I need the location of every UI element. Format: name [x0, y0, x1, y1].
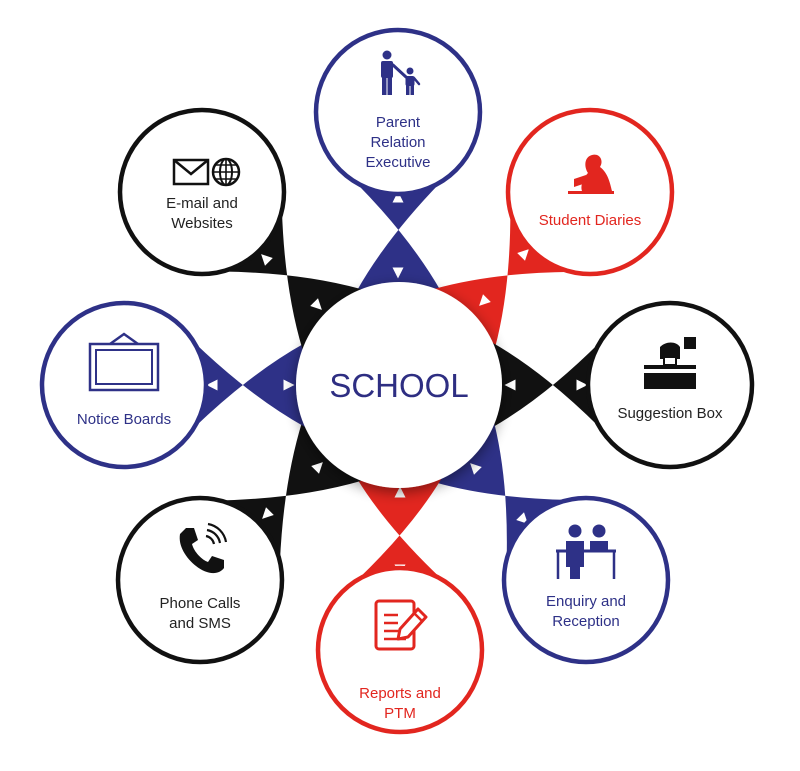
node-label: PTM [384, 705, 416, 722]
arrow-marker [516, 512, 528, 524]
arrow-marker [392, 191, 404, 203]
node-label: Executive [365, 154, 430, 171]
node-circle [313, 27, 483, 197]
arrow-marker [283, 379, 295, 391]
center-node: SCHOOL [296, 282, 502, 488]
arrow-marker [392, 267, 404, 279]
arrow-marker [262, 507, 274, 519]
node-label: Reception [552, 613, 620, 630]
node-label: Reports and [359, 685, 441, 702]
node-label: Relation [370, 134, 425, 151]
arrow-marker [311, 462, 323, 474]
reading-student-icon [568, 154, 614, 194]
connector [193, 342, 305, 428]
report-edit-icon [374, 599, 428, 651]
node-label: and SMS [169, 615, 231, 632]
arrow-marker [206, 379, 218, 391]
node-label: Phone Calls [160, 595, 241, 612]
node-circle [501, 495, 671, 665]
node-label: Student Diaries [539, 212, 642, 229]
node-circle [115, 495, 285, 665]
arrow-marker [517, 249, 529, 261]
arrow-marker [504, 379, 516, 391]
reception-desk-icon [556, 524, 616, 579]
center-label: SCHOOL [329, 367, 468, 404]
center-circle [296, 282, 502, 488]
connector [355, 181, 442, 292]
node-label: E-mail and [166, 195, 238, 212]
node-notice-boards: Notice Boards [39, 300, 209, 470]
node-phone-sms: Phone Calls and SMS [115, 495, 285, 665]
arrow-marker [479, 294, 491, 306]
node-label: Suggestion Box [617, 405, 723, 422]
node-student-diaries: Student Diaries [505, 107, 675, 277]
arrow-marker [261, 254, 273, 266]
connector [493, 342, 601, 428]
arrow-marker [394, 486, 406, 498]
arrow-marker [576, 379, 588, 391]
arrow-marker [470, 463, 482, 475]
node-label: Notice Boards [77, 411, 171, 428]
node-label: Websites [171, 215, 232, 232]
mail-globe-icon [172, 157, 241, 187]
phone-icon [179, 522, 228, 574]
arrow-marker [310, 298, 322, 310]
connector [356, 478, 443, 581]
parent-child-icon [381, 50, 421, 95]
node-circle [117, 107, 287, 277]
node-suggestion-box: Suggestion Box [585, 300, 755, 470]
ballot-box-icon [644, 337, 696, 389]
node-label: Parent [376, 114, 421, 131]
node-label: Enquiry and [546, 593, 626, 610]
notice-board-icon [88, 332, 160, 392]
